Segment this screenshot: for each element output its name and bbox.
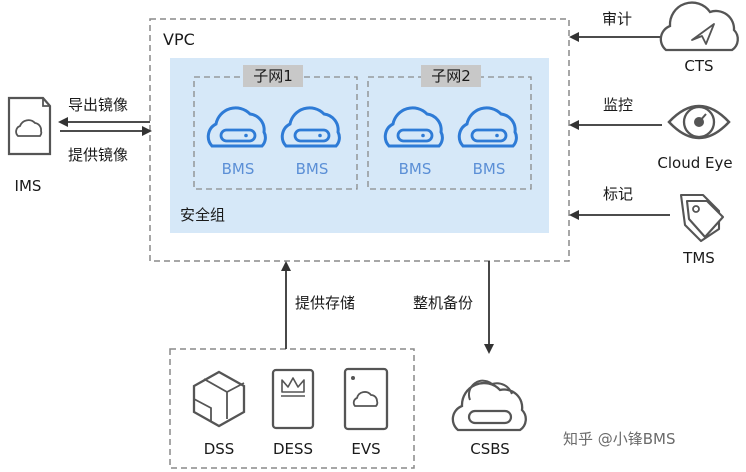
bms-cloud-icon [383,106,444,148]
bms-cloud-icon [457,106,518,148]
vpc-title: VPC [163,30,195,49]
subnet-2-label: 子网2 [421,65,481,87]
cloud-trace-icon [659,1,739,52]
vpc-boundary [149,18,570,262]
bms-label: BMS [295,160,329,178]
tms-relation-label: 标记 [603,185,634,203]
bms-label: BMS [398,160,432,178]
bms-cloud-icon [206,106,267,148]
cloud-backup-icon [451,379,527,432]
watermark: 知乎 @小锋BMS [563,430,676,448]
ims-name: IMS [14,177,42,195]
subnet-1-label: 子网1 [243,65,303,87]
bms-label: BMS [472,160,506,178]
dss-name: DSS [203,440,235,458]
provide-storage-label: 提供存储 [295,294,356,312]
cube-icon [192,370,246,428]
cloud-eye-relation-label: 监控 [603,96,634,114]
cts-name: CTS [684,57,714,75]
security-group-label: 安全组 [180,206,226,224]
bms-cloud-icon [280,106,341,148]
full-backup-label: 整机备份 [413,294,474,312]
tms-name: TMS [683,249,715,267]
storage-boundary [169,348,415,469]
crown-card-icon [271,368,315,430]
tags-icon [679,193,725,243]
cts-relation-label: 审计 [602,10,633,28]
cloud-eye-name: Cloud Eye [657,154,733,172]
export-image-label: 导出镜像 [68,96,129,114]
csbs-name: CSBS [470,440,510,458]
bms-label: BMS [221,160,255,178]
dess-name: DESS [272,440,314,458]
cloud-disk-icon [343,367,389,431]
eye-icon [667,104,731,140]
image-document-icon [7,96,52,156]
provide-image-label: 提供镜像 [68,146,129,164]
evs-name: EVS [351,440,381,458]
